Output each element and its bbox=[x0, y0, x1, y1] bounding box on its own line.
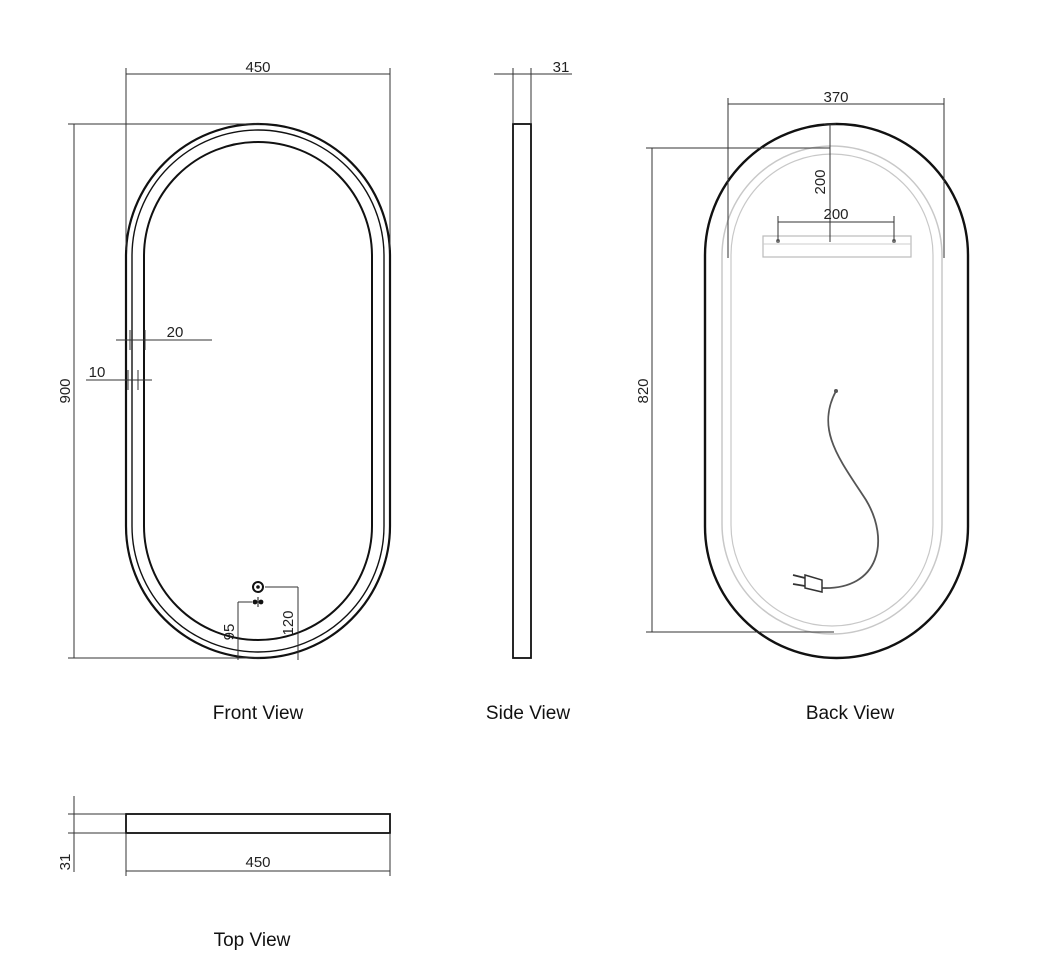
frame-inner-dim-label: 20 bbox=[167, 324, 184, 341]
dimmer-icon bbox=[252, 597, 264, 607]
bracket-top-dim-label: 200 bbox=[812, 169, 829, 194]
button-top-dim-label: 120 bbox=[280, 610, 297, 635]
side-view-caption: Side View bbox=[486, 703, 570, 724]
frame-outer-dim-label: 10 bbox=[89, 364, 106, 381]
button-bottom-dim-label: 95 bbox=[221, 624, 238, 641]
hanging-bracket bbox=[762, 235, 912, 258]
back-inner-light-2 bbox=[730, 153, 934, 627]
top-depth-label: 31 bbox=[57, 854, 74, 871]
back-view: 370 200 200 820 Back View bbox=[635, 89, 970, 724]
back-height-label: 820 bbox=[635, 378, 652, 403]
front-mirror-frame-line bbox=[131, 129, 385, 653]
front-view-caption: Front View bbox=[213, 703, 304, 724]
front-width-label: 450 bbox=[245, 59, 270, 76]
back-inner-light-1 bbox=[721, 145, 943, 635]
power-cord bbox=[821, 390, 879, 589]
front-mirror-outer-edge bbox=[124, 122, 392, 660]
hole-spacing-label: 200 bbox=[823, 206, 848, 223]
front-mirror-glass-edge bbox=[143, 141, 373, 641]
top-profile bbox=[125, 813, 391, 834]
side-view: 31 Side View bbox=[486, 59, 572, 724]
front-view: 450 900 20 10 95 120 Front View bbox=[57, 59, 392, 724]
back-view-caption: Back View bbox=[806, 703, 895, 724]
top-view: 450 31 Top View bbox=[57, 796, 391, 951]
back-mirror-outline bbox=[703, 122, 970, 660]
plug-icon bbox=[792, 573, 823, 593]
side-depth-label: 31 bbox=[553, 59, 570, 76]
touch-sensor-icon bbox=[252, 581, 264, 593]
side-profile bbox=[512, 123, 532, 659]
front-height-label: 900 bbox=[57, 378, 74, 403]
back-width-label: 370 bbox=[823, 89, 848, 106]
top-width-label: 450 bbox=[245, 854, 270, 871]
top-view-caption: Top View bbox=[214, 930, 291, 951]
